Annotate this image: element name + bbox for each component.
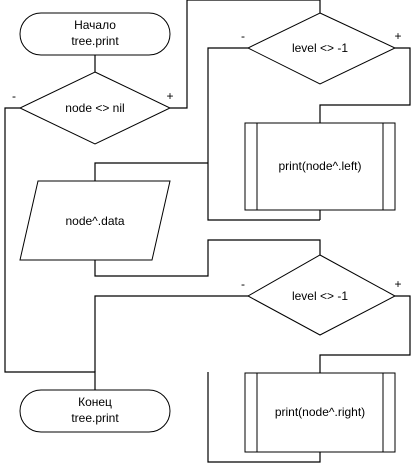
start-label-name: tree.print bbox=[71, 34, 119, 48]
connector-to-io bbox=[94, 162, 208, 181]
start-label: Начало bbox=[74, 18, 116, 32]
connector-top-level-plus bbox=[319, 47, 411, 123]
connector-node-notnil-branch bbox=[170, 0, 321, 109]
connector-node-nil-branch bbox=[4, 107, 96, 390]
io-node-data: node^.data bbox=[19, 180, 171, 261]
connector-top-level-minus bbox=[207, 47, 320, 221]
decision-level-bottom-text: level <> -1 bbox=[292, 289, 348, 303]
end-label-name: tree.print bbox=[71, 411, 119, 425]
process-print-left: print(node^.left) bbox=[244, 122, 396, 211]
decision-level-top: level <> -1 - + bbox=[241, 12, 402, 85]
io-node-data-text: node^.data bbox=[65, 214, 124, 228]
decision-level-bottom: level <> -1 - + bbox=[241, 254, 402, 336]
decision-node-nil-text: node <> nil bbox=[65, 101, 124, 115]
process-print-right: print(node^.right) bbox=[244, 372, 396, 453]
end-terminator: Конец tree.print bbox=[19, 389, 171, 433]
decision-level-top-minus: - bbox=[241, 29, 245, 43]
connector-io-to-level bbox=[94, 239, 321, 277]
process-print-right-text: print(node^.right) bbox=[275, 405, 365, 419]
decision-level-bottom-plus: + bbox=[394, 277, 401, 291]
connector-lines bbox=[4, 0, 411, 463]
decision-level-top-plus: + bbox=[394, 29, 401, 43]
connector-right-return bbox=[207, 372, 321, 463]
start-terminator: Начало tree.print bbox=[19, 12, 171, 56]
decision-level-top-text: level <> -1 bbox=[292, 41, 348, 55]
connector-bottom-level-minus bbox=[94, 295, 248, 372]
process-print-left-text: print(node^.left) bbox=[278, 159, 361, 173]
decision-node-nil-plus: + bbox=[166, 89, 173, 103]
end-label: Конец bbox=[78, 395, 112, 409]
connector-bottom-level-plus bbox=[319, 295, 411, 373]
decision-level-bottom-minus: - bbox=[241, 277, 245, 291]
decision-node-nil-minus: - bbox=[12, 89, 16, 103]
decision-node-nil: node <> nil - + bbox=[12, 71, 174, 145]
